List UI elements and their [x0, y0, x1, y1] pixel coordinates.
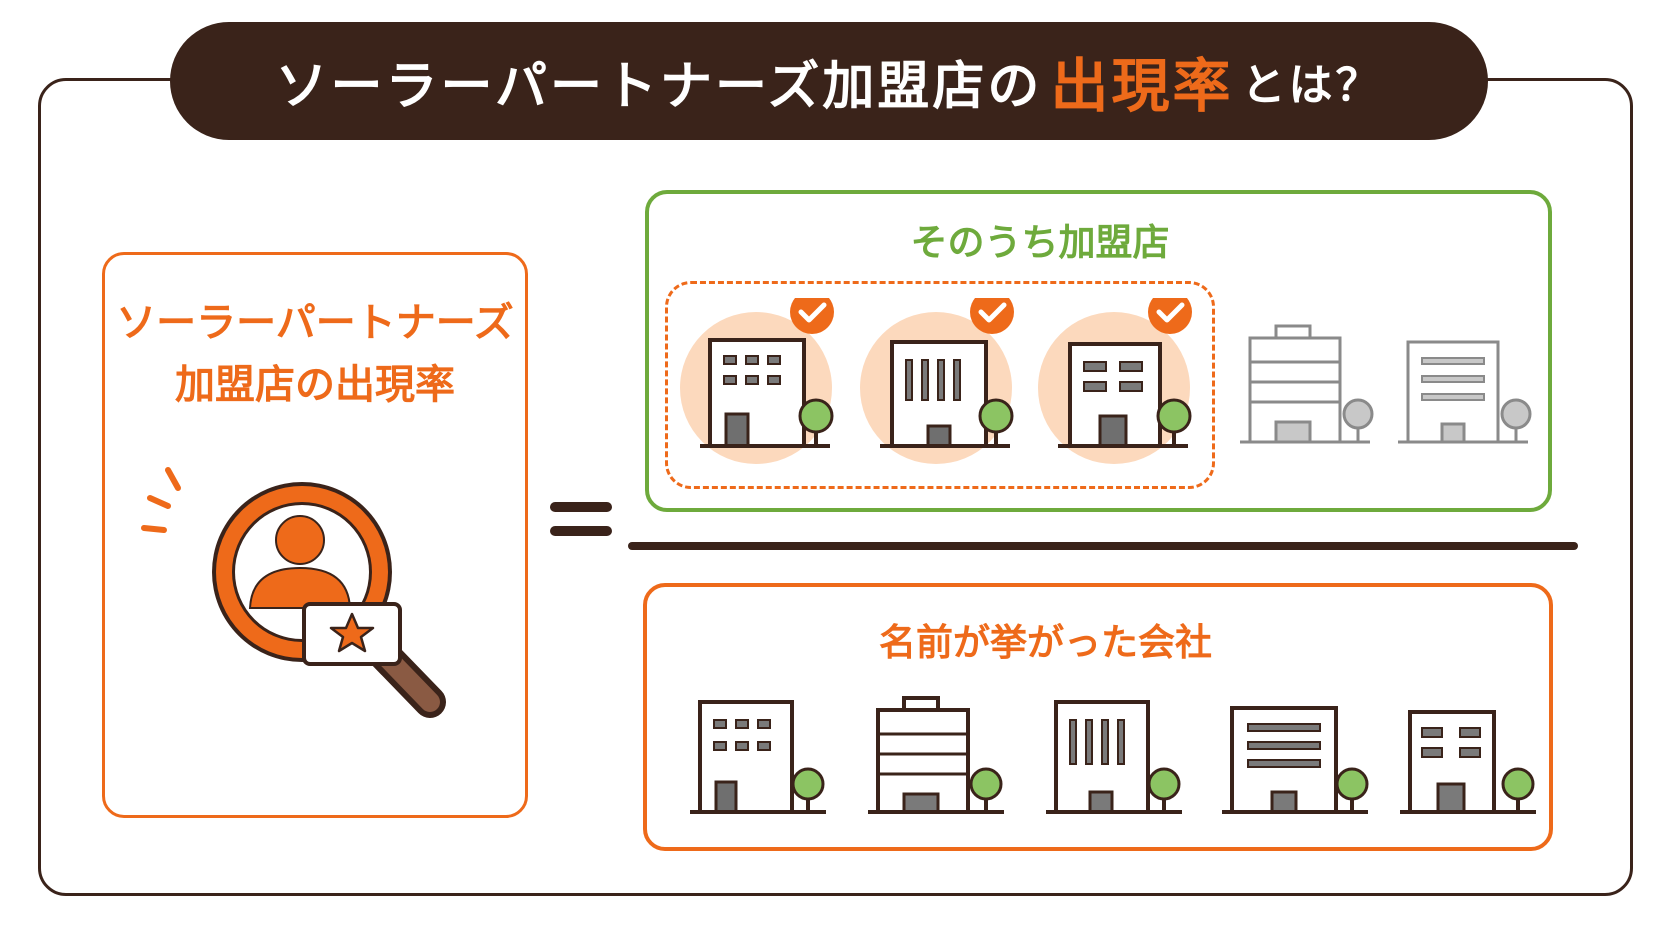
- numerator-label: そのうち加盟店: [910, 221, 1170, 264]
- title-highlight: 出現率: [1050, 52, 1234, 120]
- office-building-icon: [690, 700, 826, 814]
- office-building-icon: [1046, 700, 1182, 814]
- title-part1: ソーラーパートナーズ加盟店の: [275, 56, 1043, 117]
- magnifier-person-star-icon: [141, 467, 446, 718]
- office-building-icon: [868, 696, 1004, 814]
- left-panel: [102, 252, 528, 818]
- member-group-outline: [665, 281, 1215, 489]
- office-building-icon: [1398, 340, 1532, 444]
- office-building-icon: [680, 298, 834, 464]
- page-title: ソーラーパートナーズ加盟店の 出現率 とは？: [170, 22, 1488, 140]
- equals-icon: [550, 502, 612, 536]
- left-panel-title: ソーラーパートナーズ 加盟店の出現率: [102, 292, 528, 416]
- sparkle-lines: [141, 467, 181, 533]
- office-building-icon: [860, 298, 1014, 464]
- office-building-icon: [1240, 324, 1374, 444]
- left-title-line1: ソーラーパートナーズ: [116, 300, 514, 346]
- office-building-icon: [1222, 706, 1369, 814]
- office-building-icon: [1038, 298, 1192, 464]
- left-title-line2: 加盟店の出現率: [175, 362, 455, 408]
- denominator-box: [643, 583, 1553, 851]
- denominator-label: 名前が挙がった会社: [879, 621, 1212, 664]
- title-part2: とは？: [1241, 60, 1383, 111]
- fraction-line: [628, 542, 1578, 550]
- office-building-icon: [1400, 710, 1536, 814]
- numerator-box: [645, 190, 1552, 512]
